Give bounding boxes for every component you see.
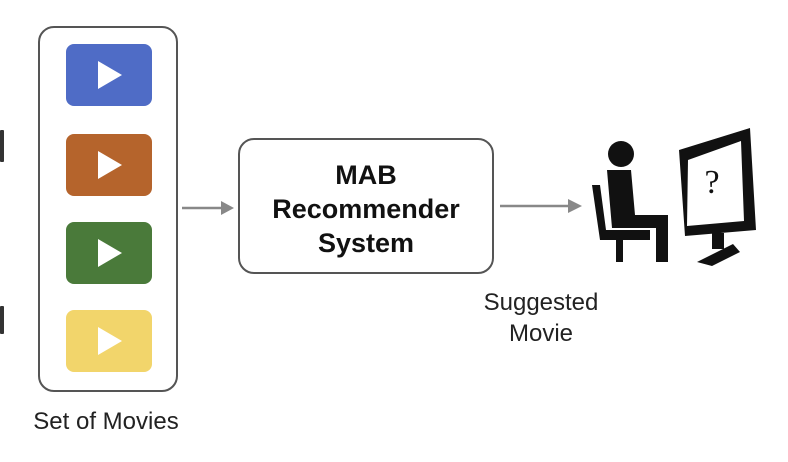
- question-mark: ?: [704, 164, 720, 201]
- play-icon: [98, 327, 122, 355]
- monitor-icon: [679, 128, 756, 266]
- movie-tile: [66, 134, 152, 196]
- arrow-recommender-to-viewer: [500, 199, 582, 213]
- play-icon: [98, 151, 122, 179]
- left-edge-mark: [0, 306, 4, 334]
- recommender-title-line: Recommender: [272, 194, 460, 224]
- play-icon: [98, 239, 122, 267]
- movie-tile: [66, 310, 152, 372]
- person-icon: [607, 141, 668, 262]
- movie-tile: [66, 222, 152, 284]
- set-of-movies-label: Set of Movies: [33, 408, 179, 435]
- suggested-movie-label: Suggested Movie: [456, 287, 626, 349]
- suggested-movie-label-line: Movie: [508, 320, 574, 347]
- recommender-title: MAB Recommender System: [240, 158, 492, 260]
- suggested-movie-label-line: Suggested: [483, 289, 599, 316]
- play-icon: [98, 61, 122, 89]
- recommender-title-line: System: [317, 228, 415, 258]
- movie-set-container: [38, 26, 178, 392]
- chair-icon: [592, 185, 650, 262]
- arrow-movies-to-recommender: [182, 201, 234, 215]
- left-edge-mark: [0, 130, 4, 162]
- mab-recommender-system-box: MAB Recommender System: [238, 138, 494, 274]
- movie-tile: [66, 44, 152, 106]
- recommender-title-line: MAB: [335, 160, 397, 190]
